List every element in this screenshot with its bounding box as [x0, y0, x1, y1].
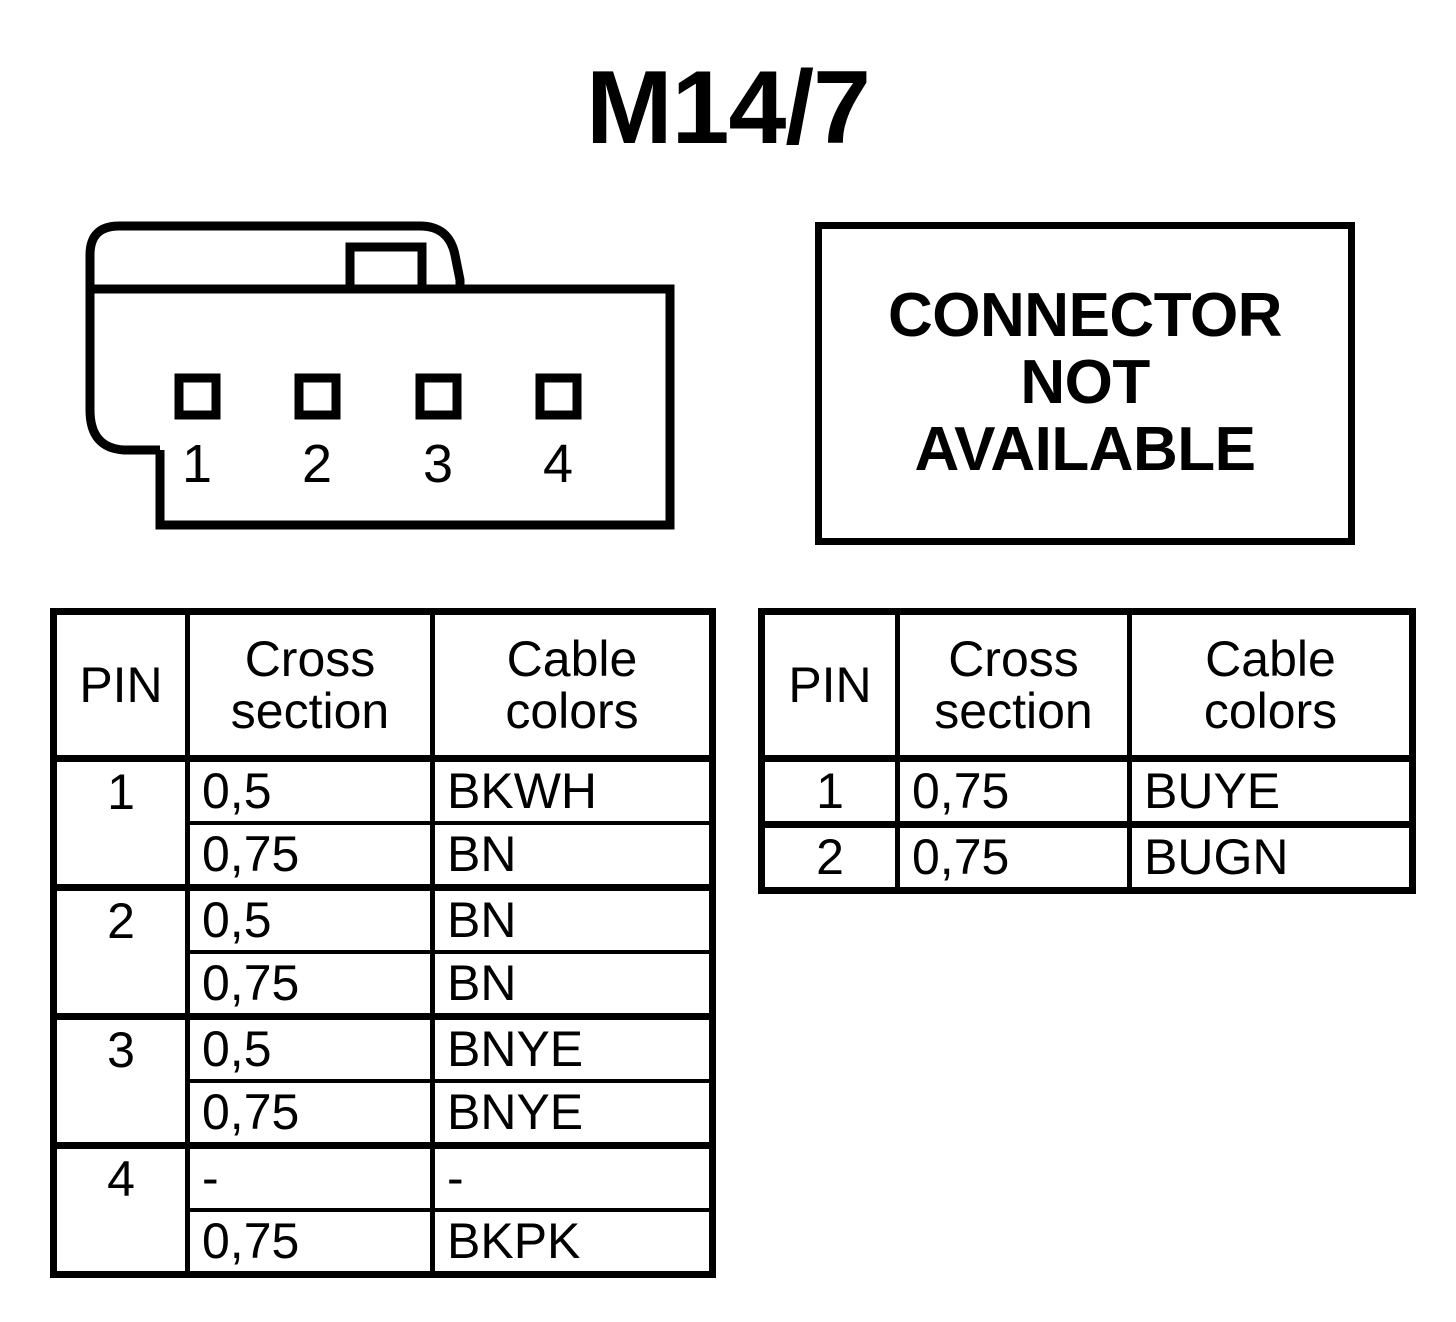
header-cross-section-line1: Cross	[244, 630, 376, 687]
table-row: 3 0,5 BNYE	[53, 1016, 713, 1149]
table-header-row: PIN Cross section Cable colors	[761, 611, 1413, 762]
notice-line-2: NOT	[1020, 348, 1150, 418]
cell-cross-section: 0,5	[187, 887, 435, 954]
pin-label-3: 3	[423, 434, 453, 494]
cell-cable-color: -	[432, 1145, 713, 1212]
pin-table-left: PIN Cross section Cable colors 1 0,5 BKW…	[50, 608, 716, 1278]
table-row: 0,75 BNYE	[54, 1081, 713, 1149]
cell-pin: 1	[53, 758, 190, 891]
connector-body	[90, 284, 675, 530]
pin-cavity-1	[174, 373, 221, 420]
table-row: 4 - -	[53, 1145, 713, 1275]
cell-cable-color: BN	[432, 823, 713, 891]
cell-cross-section: -	[187, 1145, 435, 1212]
cell-cable-color: BNYE	[432, 1081, 713, 1149]
connector-diagram: 1 2 3 4	[50, 210, 700, 550]
cell-cross-section: 0,75	[187, 952, 435, 1020]
header-cable-colors: Cable colors	[1129, 611, 1413, 762]
pin-label-2: 2	[302, 434, 332, 494]
cell-pin: 2	[53, 887, 190, 1020]
table-row: 0,75 BN	[54, 952, 713, 1020]
cell-cable-color: BN	[432, 887, 713, 954]
notice-line-3: AVAILABLE	[914, 414, 1256, 484]
cell-cable-color: BN	[432, 952, 713, 1020]
pin-cavity-3	[415, 373, 462, 420]
header-cross-section: Cross section	[187, 611, 435, 762]
header-cable-colors-line1: Cable	[506, 630, 638, 687]
cell-cross-section: 0,5	[187, 1016, 435, 1083]
connector-outer-shell	[85, 221, 465, 410]
page-title: M14/7	[585, 50, 871, 166]
table-body: 1 0,5 BKWH 0,75 BN 2 0,5 BN 0,75 BN 3 0,…	[53, 758, 713, 1275]
table-row: 0,75 BKPK	[54, 1210, 713, 1275]
cell-cable-color: BKPK	[432, 1210, 713, 1275]
cell-cross-section: 0,75	[187, 1210, 435, 1275]
header-cross-section-line2: section	[934, 683, 1093, 739]
cell-pin: 1	[761, 758, 900, 828]
header-cross-section-line1: Cross	[948, 630, 1079, 687]
pin-table-right: PIN Cross section Cable colors 1 0,75 BU…	[758, 608, 1416, 894]
table-row: 0,75 BN	[54, 823, 713, 891]
cell-cross-section: 0,75	[187, 1081, 435, 1149]
pin-label-1: 1	[182, 434, 212, 494]
header-cross-section: Cross section	[897, 611, 1132, 762]
cell-cross-section: 0,75	[897, 758, 1132, 828]
pin-cavity-4	[535, 373, 582, 420]
cell-cross-section: 0,75	[897, 824, 1132, 891]
header-cable-colors-line1: Cable	[1205, 630, 1336, 687]
table-header: PIN Cross section Cable colors	[53, 611, 713, 762]
cell-cable-color: BNYE	[432, 1016, 713, 1083]
header-pin: PIN	[761, 611, 900, 762]
table-row: 1 0,5 BKWH	[53, 758, 713, 891]
cell-cable-color: BKWH	[432, 758, 713, 825]
cell-cross-section: 0,75	[187, 823, 435, 891]
pin-cavity-2	[294, 373, 341, 420]
header-cable-colors: Cable colors	[432, 611, 713, 762]
table-row: 2 0,5 BN	[53, 887, 713, 1020]
notice-line-1: CONNECTOR	[888, 281, 1282, 351]
table-row: 1 0,75 BUYE	[761, 758, 1413, 828]
header-cable-colors-line2: colors	[505, 683, 639, 739]
pin-label-4: 4	[543, 434, 573, 494]
header-pin: PIN	[53, 611, 190, 762]
header-cable-colors-line2: colors	[1203, 683, 1338, 739]
cell-pin: 3	[53, 1016, 190, 1149]
table-body: 1 0,75 BUYE 2 0,75 BUGN	[761, 758, 1413, 891]
connector-latch-tab	[345, 242, 427, 289]
cell-cable-color: BUYE	[1129, 758, 1413, 828]
table-header: PIN Cross section Cable colors	[761, 611, 1413, 762]
connector-outer-shell-lower	[85, 409, 160, 455]
cell-pin: 4	[53, 1145, 190, 1275]
connector-not-available-notice: CONNECTOR NOT AVAILABLE	[815, 222, 1355, 545]
table-row: 2 0,75 BUGN	[761, 824, 1413, 891]
cell-pin: 2	[761, 824, 900, 891]
cell-cross-section: 0,5	[187, 758, 435, 825]
table-header-row: PIN Cross section Cable colors	[53, 611, 713, 762]
header-cross-section-line2: section	[230, 683, 390, 739]
cell-cable-color: BUGN	[1129, 824, 1413, 891]
